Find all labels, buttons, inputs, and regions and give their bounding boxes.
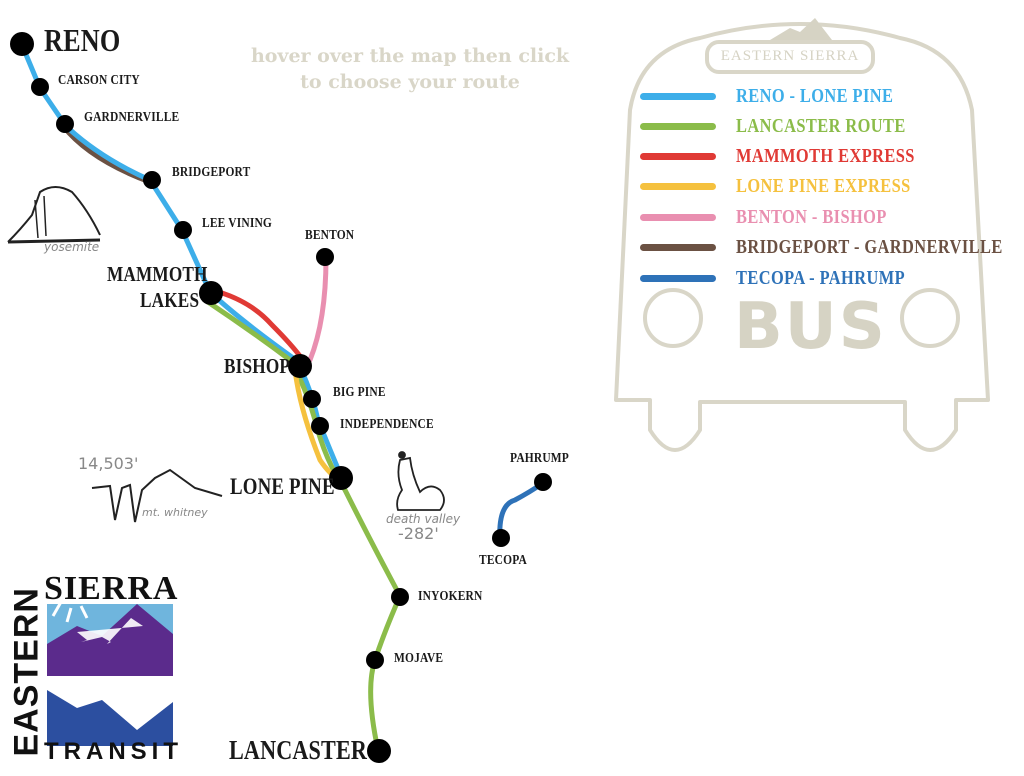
stop-reno[interactable] <box>10 32 34 56</box>
label-inyokern[interactable]: INYOKERN <box>418 589 483 604</box>
label-death-valley-elevation: -282' <box>398 524 439 543</box>
stop-bridgeport[interactable] <box>143 171 161 189</box>
legend-label: LONE PINE EXPRESS <box>736 175 911 197</box>
stop-gardnerville[interactable] <box>56 115 74 133</box>
instruction-hint: hover over the map then click to choose … <box>205 43 615 95</box>
route-line-swatch <box>640 214 716 221</box>
route-benton-bishop[interactable] <box>307 255 329 363</box>
route-tecopa-pahrump[interactable] <box>497 480 546 543</box>
route-line-swatch <box>640 153 716 160</box>
route-bridgeport-gardnerville[interactable] <box>60 123 153 185</box>
death-valley-cactus-icon <box>396 451 445 511</box>
legend-item-mammoth-express[interactable]: MAMMOTH EXPRESS <box>636 142 996 170</box>
bus-outline <box>614 22 990 452</box>
route-mammoth-express[interactable] <box>209 287 306 363</box>
label-pahrump[interactable]: PAHRUMP <box>510 451 569 466</box>
label-whitney-elevation: 14,503' <box>78 454 139 473</box>
stop-lee-vining[interactable] <box>174 221 192 239</box>
stop-independence[interactable] <box>311 417 329 435</box>
route-line-swatch <box>640 244 716 251</box>
legend-item-lancaster-route[interactable]: LANCASTER ROUTE <box>636 112 996 140</box>
label-lone-pine[interactable]: LONE PINE <box>230 474 335 499</box>
route-line-swatch <box>640 275 716 282</box>
stop-mammoth-lakes[interactable] <box>199 281 223 305</box>
legend-item-tecopa-pahrump[interactable]: TECOPA - PAHRUMP <box>636 264 996 292</box>
label-bridgeport[interactable]: BRIDGEPORT <box>172 165 251 180</box>
legend-label: MAMMOTH EXPRESS <box>736 145 915 167</box>
route-line-swatch <box>640 183 716 190</box>
stop-lancaster[interactable] <box>367 739 391 763</box>
logo-transit-text: TRANSIT <box>44 738 183 765</box>
label-bishop[interactable]: BISHOP <box>224 354 291 378</box>
stop-carson-city[interactable] <box>31 78 49 96</box>
route-line-swatch <box>640 123 716 130</box>
bus-sign-title: EASTERN SIERRA <box>720 48 860 64</box>
legend-label: BENTON - BISHOP <box>736 206 887 228</box>
legend-item-lone-pine-express[interactable]: LONE PINE EXPRESS <box>636 172 996 200</box>
eastern-sierra-transit-logo: EASTERN SIERRA TRANSIT <box>8 570 179 770</box>
legend-item-reno-lone-pine[interactable]: RENO - LONE PINE <box>636 82 996 110</box>
label-tecopa[interactable]: TECOPA <box>479 553 527 568</box>
label-big-pine[interactable]: BIG PINE <box>333 385 386 400</box>
label-mojave[interactable]: MOJAVE <box>394 651 444 666</box>
legend-label: RENO - LONE PINE <box>736 85 894 107</box>
stop-bishop[interactable] <box>288 354 312 378</box>
legend-item-benton-bishop[interactable]: BENTON - BISHOP <box>636 203 996 231</box>
stop-pahrump[interactable] <box>534 473 552 491</box>
stop-benton[interactable] <box>316 248 334 266</box>
eastern-sierra-transit-logo-art <box>47 601 173 746</box>
route-line-swatch <box>640 93 716 100</box>
legend-label: LANCASTER ROUTE <box>736 115 906 137</box>
label-lakes[interactable]: LAKES <box>140 288 200 312</box>
logo-sierra-text: SIERRA <box>44 570 179 607</box>
hint-line-2: to choose your route <box>300 71 520 93</box>
label-carson-city[interactable]: CARSON CITY <box>58 73 140 88</box>
label-gardnerville[interactable]: GARDNERVILLE <box>84 110 180 125</box>
label-independence[interactable]: INDEPENDENCE <box>340 417 434 432</box>
stop-lone-pine[interactable] <box>329 466 353 490</box>
label-benton[interactable]: BENTON <box>305 228 355 243</box>
bus-word: BUS <box>734 290 887 364</box>
label-mammoth[interactable]: MAMMOTH <box>107 262 208 286</box>
label-yosemite: yosemite <box>44 240 100 254</box>
hint-line-1: hover over the map then click <box>250 45 570 67</box>
stop-inyokern[interactable] <box>391 588 409 606</box>
mt-whitney-icon <box>91 468 223 523</box>
bus-mountain-icon <box>770 18 832 40</box>
stop-mojave[interactable] <box>366 651 384 669</box>
label-death-valley: death valley <box>386 512 461 526</box>
label-lee-vining[interactable]: LEE VINING <box>202 216 273 231</box>
label-lancaster[interactable]: LANCASTER <box>229 735 368 765</box>
legend-item-bridgeport-gardnerville[interactable]: BRIDGEPORT - GARDNERVILLE <box>636 233 1002 261</box>
legend-label: BRIDGEPORT - GARDNERVILLE <box>736 236 1003 258</box>
label-reno[interactable]: RENO <box>44 22 121 58</box>
logo-eastern-text: EASTERN <box>7 587 46 757</box>
stop-big-pine[interactable] <box>303 390 321 408</box>
yosemite-half-dome-icon <box>7 186 101 244</box>
stop-tecopa[interactable] <box>492 529 510 547</box>
label-mt-whitney: mt. whitney <box>142 506 208 519</box>
legend-label: TECOPA - PAHRUMP <box>736 267 906 289</box>
